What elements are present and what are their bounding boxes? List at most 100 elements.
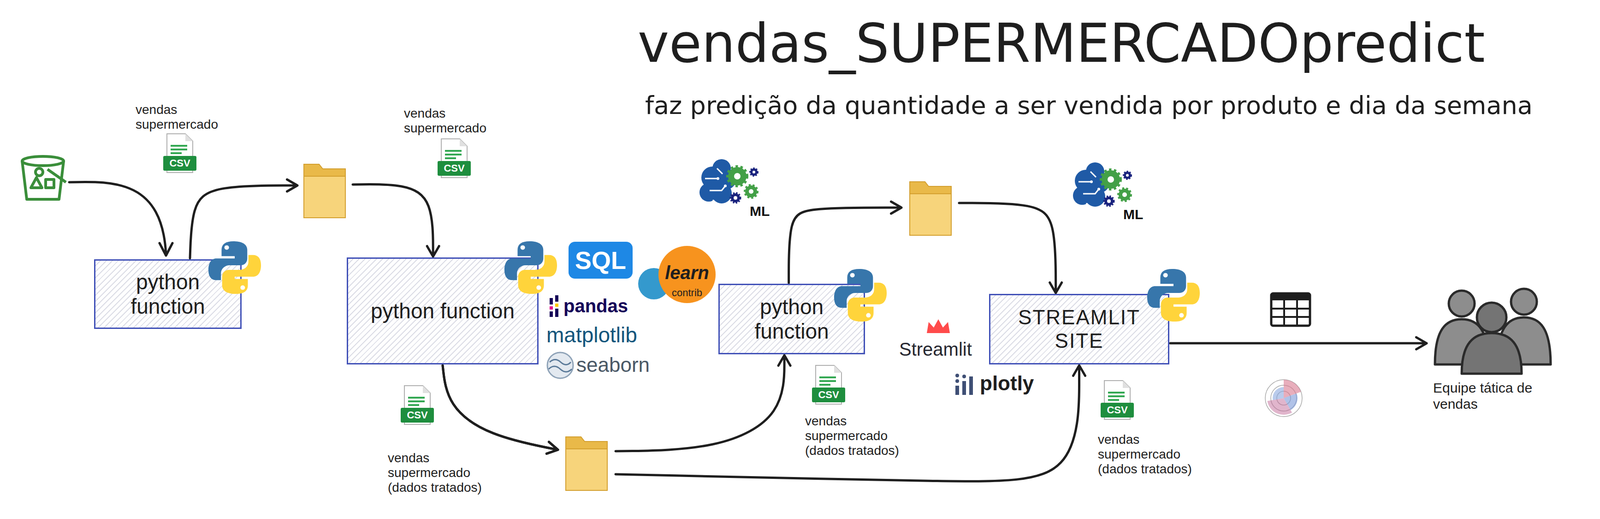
polar-chart-thumbnail-part: [1272, 386, 1284, 400]
edge-label: vendas supermercado: [403, 106, 503, 136]
edge-label-holder: vendas supermercado (dados tratados): [802, 412, 925, 460]
csv-badge-label: CSV: [817, 388, 839, 401]
csv-badge-label-holder: CSV: [163, 155, 197, 171]
logo-label: contrib: [663, 286, 711, 299]
edge-label: vendas supermercado (dados tratados): [805, 413, 922, 459]
csv-badge-label-holder: CSV: [811, 387, 846, 403]
people-icon-part: [1434, 319, 1489, 365]
flow-arrow: [1170, 337, 1427, 350]
seaborn-logo-part: [548, 359, 572, 373]
csv-badge-label-holder: CSV: [437, 160, 471, 176]
polar-chart-thumbnail-part: [1267, 397, 1293, 415]
plotly-logo: [955, 373, 973, 395]
table-icon-part: [1271, 300, 1310, 326]
logo-label-holder: plotly: [979, 371, 1034, 396]
pandas-logo-part: [555, 295, 559, 302]
flow-arrow: [189, 179, 439, 259]
plotly-logo-part: [962, 374, 966, 379]
folder-icon: [303, 164, 346, 218]
python-logo: [208, 241, 261, 294]
process-box: python function: [718, 283, 866, 355]
sklearn-logo-part: [638, 267, 670, 300]
logo-label-holder: learn: [657, 261, 718, 284]
node-label: python function: [370, 298, 515, 324]
plotly-logo-part: [955, 385, 960, 395]
pandas-logo-part: [549, 306, 553, 310]
csv-badge-label: CSV: [406, 408, 428, 421]
sql-logo: [568, 241, 633, 279]
folder-icon: [909, 181, 952, 236]
logo-label: Streamlit: [899, 338, 972, 360]
logo-label: SQL: [574, 245, 627, 275]
logo-label: matplotlib: [546, 322, 638, 348]
logo-label: plotly: [979, 371, 1034, 396]
csv-badge-label-holder: CSV: [1100, 402, 1134, 418]
python-logo: [834, 268, 887, 322]
sklearn-logo-part: [658, 245, 716, 303]
ml-badge-label-holder: ML: [1123, 206, 1144, 223]
people-icon-part: [1497, 317, 1551, 365]
bucket-icon: [22, 156, 66, 200]
people-icon-part: [1461, 332, 1522, 374]
people-icon-part: [1448, 290, 1475, 317]
pandas-logo-part: [555, 308, 559, 317]
plotly-logo-part: [962, 380, 966, 395]
logo-label-holder: seaborn: [576, 353, 650, 377]
table-icon-part: [1271, 293, 1310, 301]
node-label: STREAMLIT SITE: [997, 305, 1161, 353]
actor-group: Equipe tática de vendas: [1428, 282, 1578, 414]
seaborn-logo-part: [547, 352, 574, 379]
flow-arrow: [788, 201, 1062, 293]
node-label: python function: [727, 294, 857, 344]
streamlit-logo: [926, 319, 950, 333]
table-icon-part: [1271, 293, 1310, 326]
bucket-icon-part: [45, 179, 54, 188]
note-label: vendas supermercado: [135, 102, 234, 132]
people-icon-part: [1511, 288, 1537, 315]
node-label: Equipe tática de vendas: [1433, 379, 1578, 412]
process-box: python function: [94, 259, 242, 329]
pandas-logo-part: [549, 311, 553, 317]
bucket-icon-part: [35, 168, 43, 176]
python-logo: [504, 241, 558, 294]
people-icon-part: [1476, 302, 1507, 332]
logo-label-holder: contrib: [663, 286, 711, 299]
edge-label-holder: vendas supermercado: [401, 105, 505, 137]
logo-label-holder: pandas: [563, 295, 629, 317]
folder-icon: [565, 436, 608, 491]
logo-label: learn: [657, 261, 718, 284]
process-box: python function: [346, 257, 539, 365]
ml-badge-label-holder: ML: [749, 203, 770, 220]
bucket-icon-part: [47, 169, 66, 183]
csv-badge-label: CSV: [443, 162, 465, 174]
logo-label-holder: Streamlit: [899, 338, 972, 360]
plotly-logo-part: [955, 373, 960, 378]
bucket-arrow: [69, 181, 173, 256]
pandas-logo: [549, 295, 559, 317]
python-logo: [1147, 268, 1200, 322]
diagram-caption: faz predição da quantidade a ser vendida…: [645, 91, 1533, 120]
ml-badge-label: ML: [749, 203, 770, 220]
node-label: python function: [102, 269, 233, 319]
polar-chart-thumbnail-part: [1283, 379, 1302, 398]
polar-chart-thumbnail: [1265, 379, 1303, 417]
logo-label-holder: SQL: [568, 241, 633, 279]
csv-icon: [1100, 380, 1134, 420]
polar-chart-thumbnail-part: [1283, 393, 1298, 410]
bucket-icon-part: [22, 156, 64, 166]
csv-icon: [437, 138, 471, 178]
csv-badge-label: CSV: [169, 157, 190, 169]
pandas-logo-part: [549, 297, 553, 305]
polar-chart-thumbnail-part: [1265, 379, 1303, 417]
csv-icon: [163, 133, 197, 173]
logo-label: pandas: [563, 295, 629, 317]
plotly-logo-part: [955, 379, 960, 383]
logo-label-holder: matplotlib: [546, 322, 638, 348]
logo-label: seaborn: [576, 353, 650, 377]
bucket-icon-part: [30, 177, 42, 188]
diagram-title: vendas_SUPERMERCADOpredict: [637, 12, 1486, 74]
table-icon: [1271, 293, 1310, 326]
csv-icon: [811, 365, 846, 404]
csv-badge-label-holder: CSV: [400, 407, 434, 423]
